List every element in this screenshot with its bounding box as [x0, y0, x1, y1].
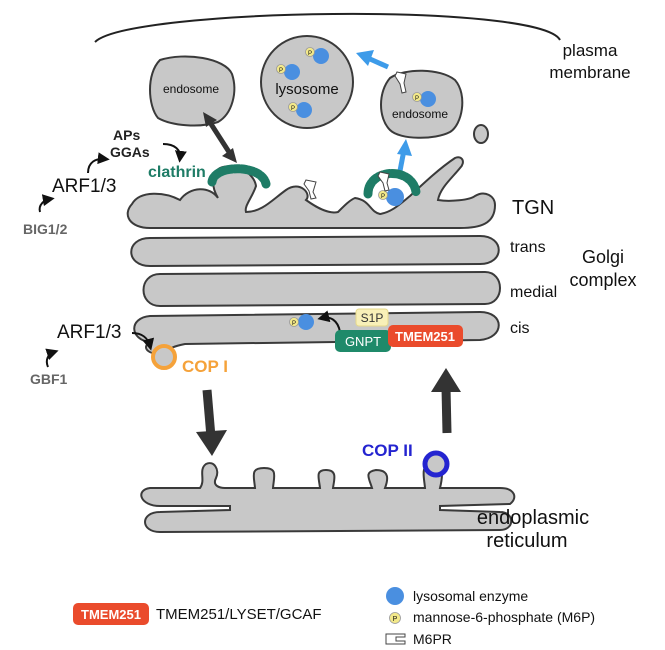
plasma-membrane [94, 12, 561, 43]
legend-m6pr-label: M6PR [413, 631, 452, 647]
tgn-label: TGN [512, 197, 554, 219]
m6p-p: P [279, 68, 283, 74]
arf-top-label: ARF1/3 [52, 176, 116, 197]
endosome-exchange-arrowhead-bottom [222, 148, 237, 163]
retrograde-arrowhead [196, 430, 227, 456]
m6pr-receptor [303, 179, 317, 200]
lysosome-label: lysosome [275, 81, 338, 98]
plasma-membrane-label-line1: plasma [563, 41, 618, 60]
copi-label: COP I [182, 357, 228, 376]
legend-enzyme-label: lysosomal enzyme [413, 588, 528, 604]
clathrin-coat [363, 169, 421, 199]
golgi-medial-cisterna [142, 270, 501, 308]
clathrin-coat [207, 164, 271, 189]
m6p-marker [288, 102, 298, 112]
vesicle [473, 124, 489, 144]
arf-to-copi-arrow [131, 332, 155, 351]
lysosomal-enzyme [298, 314, 314, 330]
clathrin-label: clathrin [148, 164, 206, 181]
m6p-p: P [415, 96, 419, 102]
anterograde-arrowhead [431, 368, 461, 392]
legend-m6p-label: mannose-6-phosphate (M6P) [413, 609, 595, 625]
tmem251-badge [388, 325, 463, 347]
legend-enzyme-icon [386, 587, 404, 605]
s1p-badge [355, 308, 389, 327]
endosome-exchange-arrow-shaft [208, 122, 232, 154]
gbf1-to-arf-arrow [45, 348, 59, 368]
endosome-left-label: endosome [163, 82, 219, 96]
aps-label: APs [113, 127, 140, 143]
endosome-to-lysosome-arrow-shaft [368, 56, 390, 70]
endosome-right [380, 69, 464, 139]
gnpt-badge [335, 330, 391, 352]
legend-m6pr-icon [385, 633, 406, 645]
copii-label: COP II [362, 441, 413, 460]
er-label-line2: reticulum [486, 530, 567, 552]
gbf1-label: GBF1 [30, 371, 68, 387]
m6p-marker [289, 317, 299, 327]
legend-tmem251-badge-text: TMEM251 [81, 607, 141, 622]
m6p-marker [412, 92, 422, 102]
m6p-marker [378, 190, 388, 200]
copi-coat [151, 344, 177, 370]
big-label: BIG1/2 [23, 221, 68, 237]
trans-label: trans [510, 239, 546, 256]
m6p-p: P [308, 51, 312, 57]
tgn-to-endosome-arrowhead [397, 139, 412, 156]
big-to-arf-arrow [38, 194, 55, 213]
legend-tmem251-badge [73, 603, 149, 625]
arf-bottom-label: ARF1/3 [57, 322, 121, 343]
medial-label: medial [510, 284, 557, 301]
endosome-exchange-arrowhead-top [203, 112, 217, 127]
copii-coat [422, 450, 450, 478]
legend-m6p-icon [389, 612, 401, 624]
ggas-label: GGAs [110, 144, 150, 160]
lysosomal-enzyme [386, 188, 404, 206]
lysosomal-enzyme [284, 64, 300, 80]
legend-m6p-p: P [393, 616, 398, 623]
m6p-p: P [292, 321, 296, 327]
golgi-label-line1: Golgi [582, 247, 624, 267]
plasma-membrane-label-line2: membrane [549, 63, 630, 82]
gnpt-label: GNPT [345, 334, 381, 349]
lysosomal-enzyme [420, 91, 436, 107]
er-label-line1: endoplasmic [477, 507, 589, 529]
lysosomal-enzyme [313, 48, 329, 64]
endoplasmic-reticulum [140, 460, 516, 534]
gnpt-phosphorylation-arrow [317, 310, 341, 333]
lysosome [260, 35, 354, 129]
m6p-marker [276, 64, 286, 74]
cis-label: cis [510, 320, 530, 337]
m6p-p: P [381, 194, 385, 200]
m6pr-receptor [394, 71, 407, 94]
anterograde-arrow-shaft [441, 387, 452, 434]
golgi-trans-cisterna [130, 234, 500, 268]
golgi-label-line2: complex [569, 270, 636, 290]
tmem251-label: TMEM251 [395, 329, 455, 344]
retrograde-arrow-shaft [202, 389, 216, 438]
endosome-left [149, 55, 236, 127]
lysosomal-enzyme [296, 102, 312, 118]
m6p-p: P [291, 106, 295, 112]
arf-to-aps-arrow [87, 152, 110, 174]
legend-tmem251-desc: TMEM251/LYSET/GCAF [156, 606, 322, 623]
endosome-right-label: endosome [392, 107, 448, 121]
s1p-label: S1P [361, 311, 384, 325]
endosome-to-lysosome-arrowhead [356, 50, 374, 66]
m6pr-receptor [377, 171, 390, 192]
m6p-marker [305, 47, 315, 57]
ggas-to-clathrin-arrow [162, 143, 187, 163]
